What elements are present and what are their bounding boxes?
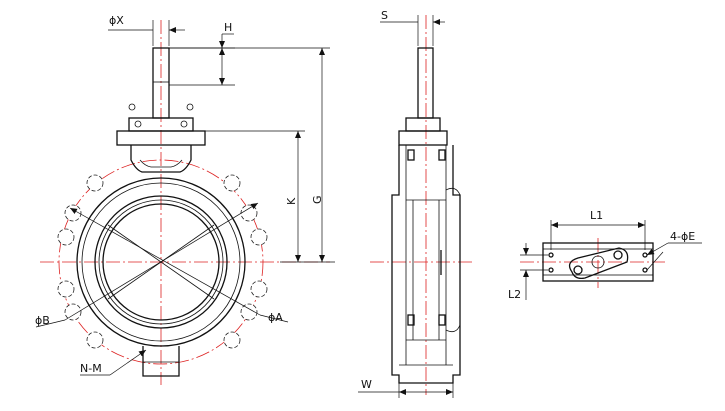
bolt-hole — [250, 280, 268, 298]
label-k: K — [285, 197, 298, 205]
neck-inner — [139, 159, 183, 168]
dim-g: G — [169, 47, 330, 262]
detail-bore — [591, 255, 605, 269]
label-phi-e: 4-ϕE — [670, 230, 695, 243]
bolt-hole — [86, 174, 104, 192]
bolt-circle — [58, 159, 264, 365]
bolt-hole — [240, 204, 258, 222]
dim-l2: L2 — [508, 243, 548, 301]
dim-h: H — [169, 21, 235, 86]
seal-detail — [438, 314, 446, 326]
bolt-hole — [223, 174, 241, 192]
front-view: ϕX H K G ϕB — [35, 14, 335, 385]
detail-corner-bolt — [548, 252, 554, 258]
side-top-flange — [405, 117, 441, 132]
side-top-plate — [398, 130, 448, 146]
label-h: H — [224, 21, 232, 34]
label-g: G — [311, 195, 324, 204]
detail-corner-bolt — [548, 267, 554, 273]
dim-phi-x: ϕX — [108, 14, 185, 46]
bolt-hole — [223, 331, 241, 349]
gland-detail — [445, 324, 461, 333]
disc-inner — [102, 203, 220, 321]
label-phi-a: ϕA — [268, 311, 283, 324]
bolt-hole — [250, 228, 268, 246]
dim-phi-b: ϕB — [35, 202, 259, 328]
detail-flange-inner — [542, 248, 654, 276]
flange-bolt — [134, 120, 142, 128]
flange-bolt — [128, 103, 136, 111]
detail-slot-plate — [568, 247, 629, 280]
seal-detail — [438, 149, 446, 161]
dim-k: K — [205, 130, 335, 263]
side-stem — [417, 47, 434, 119]
flange-detail-view: L1 L2 4-ϕE — [508, 209, 702, 301]
seat-ring — [94, 195, 228, 329]
bolt-hole — [240, 303, 258, 321]
dim-phi-e: 4-ϕE — [646, 230, 702, 271]
dim-phi-a: ϕA — [69, 207, 289, 324]
detail-corner-bolt — [642, 252, 648, 258]
detail-corner-bolt — [642, 267, 648, 273]
label-l2: L2 — [508, 288, 521, 301]
valve-neck — [130, 145, 192, 173]
side-body — [391, 145, 461, 384]
seal-detail — [407, 314, 415, 326]
seal-detail — [407, 149, 415, 161]
label-l1: L1 — [590, 209, 603, 222]
bolt-hole — [57, 228, 75, 246]
flange-bolt — [180, 120, 188, 128]
dim-n-m: N-M — [80, 349, 147, 376]
label-phi-b: ϕB — [35, 314, 50, 327]
bolt-holes — [57, 174, 268, 349]
bottom-boss — [142, 346, 180, 377]
disc-outer — [98, 199, 224, 325]
gland-detail — [445, 187, 461, 196]
bolt-hole — [86, 331, 104, 349]
side-view: S W — [358, 9, 475, 398]
detail-slot-hole — [573, 265, 583, 275]
dim-l1: L1 — [550, 209, 646, 250]
label-n-m: N-M — [80, 362, 102, 375]
valve-body-outer — [76, 177, 246, 347]
dim-s: S — [380, 9, 445, 46]
valve-body-inner — [81, 182, 241, 342]
valve-stem — [152, 47, 170, 119]
bolt-hole — [57, 280, 75, 298]
label-w: W — [361, 378, 372, 391]
detail-slot-hole — [613, 250, 623, 260]
bolt-hole — [64, 303, 82, 321]
flange-bolt — [186, 103, 194, 111]
label-s: S — [381, 9, 388, 22]
dim-w: W — [358, 378, 454, 398]
label-phi-x: ϕX — [109, 14, 124, 27]
